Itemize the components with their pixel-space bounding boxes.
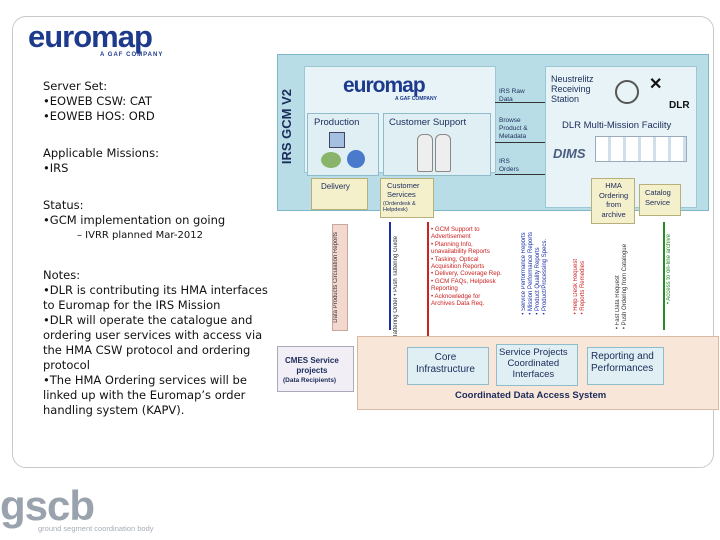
gscb-wordmark: gscb [0,482,95,529]
facility-component-icons [595,136,687,162]
server-set-item: •EOWEB HOS: ORD [43,109,155,123]
server-set-title: Server Set: [43,79,108,93]
gcm-support-arrow-line [427,222,429,342]
euromap-logo: euromap A GAF COMPANY [28,19,164,58]
data-products-arrow [332,224,348,331]
dlr-logo-symbol-icon: ✕ [649,76,663,93]
missions-item: •IRS [43,161,69,175]
service-perf-label: • Service Performance Reports • Mission … [521,232,548,315]
notes-line: to Euromap for the IRS Mission [43,298,221,312]
status-item: •GCM implementation on going [43,213,226,227]
customer-support-label: Customer Support [389,117,467,128]
missions-title: Applicable Missions: [43,146,159,160]
gscb-logo: gscb ground segment coordination body [0,482,154,534]
fast-data-label: • Fast Data Request • Push Ordering from… [615,244,628,330]
hma-ordering-box [591,178,635,224]
raw-data-arrow [495,102,545,103]
notes-line: linked up with the Euromap’s order [43,388,246,402]
diagram-euromap-logo: euromap [343,74,426,97]
cdas-label: Coordinated Data Access System [455,390,607,401]
notes-line: •DLR will operate the catalogue and [43,313,253,327]
cmes-sub-label: (Data Recipients) [283,377,337,384]
gcm-title: IRS GCM V2 [279,89,294,165]
status-title: Status: [43,198,84,212]
dlr-facility-label: DLR Multi-Mission Facility [562,120,672,131]
gcm-support-label: • GCM Support to Advertisement • Plannin… [431,226,502,308]
person-icon [417,134,433,172]
customer-services-box [380,178,434,218]
gscb-subtitle: ground segment coordination body [38,524,154,533]
access-label: • Access to on-line archive [666,234,672,305]
core-infra-box [407,347,489,385]
notes-line: protocol [43,358,90,372]
cmes-box [277,346,354,392]
browse-arrow [495,142,545,143]
access-arrow-line [663,222,665,330]
customer-services-sub: (Orderdesk &Helpdesk) [383,201,416,213]
notes-line: the HMA CSW protocol and ordering [43,343,251,357]
slide-frame [12,16,714,468]
catalog-service-box [639,184,681,216]
antenna-icon [615,80,639,104]
notes-line: handling system (KAPV). [43,403,185,417]
production-document-icon [329,132,345,148]
satellite-icon [347,150,365,168]
dlr-logo: DLR [669,100,690,111]
service-projects-box [496,344,578,386]
delivery-box [311,178,368,210]
production-label: Production [314,117,360,128]
person-icon [435,134,451,172]
globe-icon [321,152,341,168]
diagram-euromap-subtitle: A GAF COMPANY [395,96,437,102]
euromap-logo-wordmark: euromap [28,19,153,54]
date-products-label: Data Products Circulation Reports [333,232,339,323]
server-set-item: •EOWEB CSW: CAT [43,94,152,108]
delivery-label: Delivery [321,182,350,191]
reporting-box [587,347,664,385]
order-arrow-line [389,222,391,330]
notes-line: •The HMA Ordering services will be [43,373,247,387]
architecture-diagram: IRS GCM V2 euromap A GAF COMPANY Product… [277,54,719,410]
left-text-panel: Server Set: •EOWEB CSW: CAT •EOWEB HOS: … [43,79,273,418]
notes-line: •DLR is contributing its HMA interfaces [43,283,268,297]
notes-line: ordering user services with access via [43,328,263,342]
dims-logo: DIMS [553,146,586,161]
orders-arrow [495,174,545,175]
help-desk-label: • Help Desk Request • Reports Remedies [573,259,586,315]
euromap-logo-subtitle: A GAF COMPANY [100,52,164,58]
notes-title: Notes: [43,268,81,282]
status-subitem: – IVRR planned Mar-2012 [77,230,203,241]
